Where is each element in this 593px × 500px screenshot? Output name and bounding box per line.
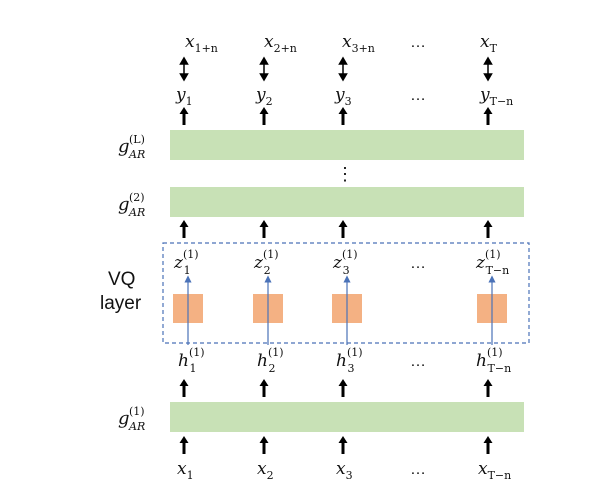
arrows-layerL-to-y: [179, 107, 493, 125]
h-state-3: h(1)3: [336, 346, 363, 375]
arrow-up-1: [179, 436, 189, 454]
arrow-up-2: [259, 107, 269, 125]
double-arrows: [179, 56, 493, 82]
arrow-up-3: [338, 220, 348, 238]
top-output-row: x1+n x2+n x3+n … xT: [185, 32, 498, 55]
h-state-1: h(1)1: [178, 346, 205, 375]
prediction-y-1: y1: [175, 85, 193, 108]
prediction-y-2: y2: [255, 85, 273, 108]
prediction-row: y1 y2 y3 … yT−n: [175, 85, 513, 108]
double-arrow-1: [179, 56, 189, 82]
h-state-2: h(1)2: [257, 346, 284, 375]
output-ellipsis: …: [410, 34, 426, 51]
output-x-T: xT: [480, 32, 498, 55]
ar-layer-2: [170, 187, 524, 217]
arrow-up-1: [179, 379, 189, 397]
arrow-up-3: [338, 436, 348, 454]
z-code-3: z(1)3: [332, 248, 358, 277]
output-x-3: x3+n: [342, 32, 375, 55]
prediction-ellipsis: …: [410, 87, 426, 104]
arrows-x-to-layer1: [179, 436, 493, 454]
arrows-z-to-layer2: [179, 220, 493, 238]
double-arrow-T: [483, 56, 493, 82]
h-state-T-n: h(1)T−n: [476, 346, 511, 375]
vq-label-line-1: VQ: [108, 269, 135, 290]
quantizer-boxes: [173, 294, 507, 323]
arrow-up-T: [483, 107, 493, 125]
prediction-y-3: y3: [334, 85, 352, 108]
vq-layer-box: [162, 242, 530, 344]
arrow-up-2: [259, 379, 269, 397]
input-row: x1 x2 x3 … xT−n: [177, 459, 511, 482]
input-x-3: x3: [336, 459, 353, 482]
arrow-up-T: [483, 220, 493, 238]
double-arrow-3: [338, 56, 348, 82]
quantizer-box-lines: [187, 294, 493, 323]
arrow-up-3: [338, 379, 348, 397]
z-code-T-n: z(1)T−n: [475, 248, 509, 277]
vertical-ellipsis: ⋮: [336, 164, 354, 184]
output-x-1: x1+n: [185, 32, 218, 55]
layer-label-2: g(2)AR: [118, 191, 145, 219]
z-code-2: z(1)2: [253, 248, 279, 277]
h-state-ellipsis: …: [410, 353, 426, 370]
arrow-up-2: [259, 220, 269, 238]
z-code-row: z(1)1 z(1)2 z(1)3 … z(1)T−n: [173, 248, 509, 277]
layer-label-1: g(1)AR: [118, 405, 145, 433]
z-code-ellipsis: …: [410, 255, 426, 272]
arrows-layer1-to-h: [179, 379, 493, 397]
ar-layer-1: [170, 402, 524, 432]
input-x-1: x1: [177, 459, 194, 482]
arrow-up-1: [179, 107, 189, 125]
input-ellipsis: …: [410, 461, 426, 478]
h-state-row: h(1)1 h(1)2 h(1)3 … h(1)T−n: [178, 346, 511, 375]
layer-label-L: g(L)AR: [118, 133, 145, 161]
z-code-1: z(1)1: [173, 248, 199, 277]
arrow-up-2: [259, 436, 269, 454]
arrow-up-T: [483, 436, 493, 454]
prediction-y-T-n: yT−n: [479, 85, 513, 108]
input-x-2: x2: [257, 459, 274, 482]
ar-layer-L: [170, 130, 524, 160]
arrow-up-1: [179, 220, 189, 238]
output-x-2: x2+n: [264, 32, 297, 55]
vq-label-line-2: layer: [100, 293, 142, 314]
double-arrow-2: [259, 56, 269, 82]
input-x-T-n: xT−n: [478, 459, 511, 482]
arrow-up-3: [338, 107, 348, 125]
arrow-up-T: [483, 379, 493, 397]
